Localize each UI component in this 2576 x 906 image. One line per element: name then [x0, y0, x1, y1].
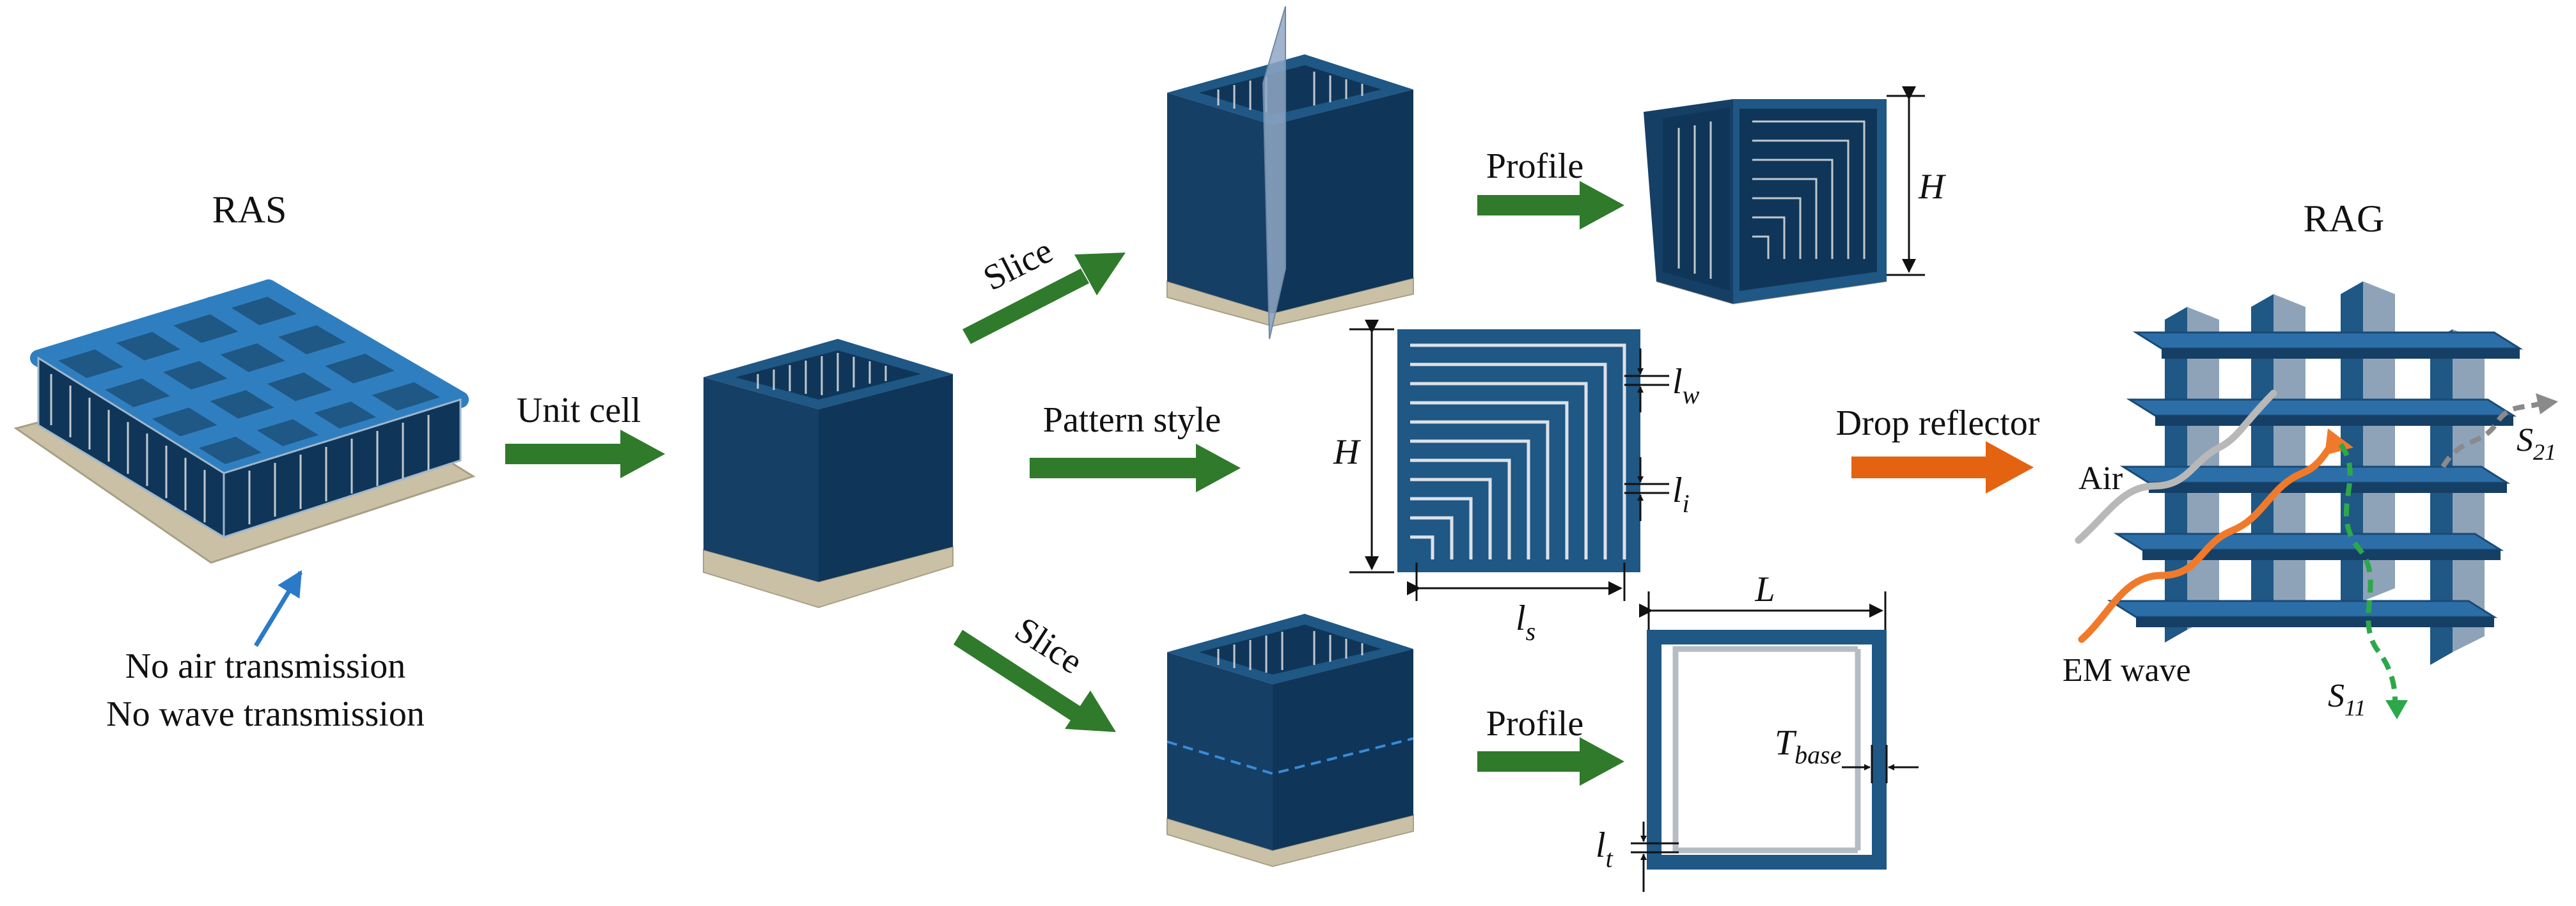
- orange-arrow-icon: [1851, 441, 2034, 494]
- rag-em-wave-label: EM wave: [2062, 652, 2191, 689]
- rag-bar-fronts: [2136, 348, 2520, 627]
- ras-note-line2: No wave transmission: [106, 694, 425, 734]
- dim-li: [1624, 457, 1669, 521]
- dim-L: [1639, 591, 1887, 630]
- unit-cell-label: Unit cell: [517, 391, 641, 430]
- ras-figure: [13, 279, 476, 564]
- ras-wall-faces: [37, 356, 462, 539]
- sliced-cube-bottom: [1166, 614, 1414, 868]
- rag-s11-label: S11: [2328, 678, 2366, 721]
- dim-tbase: [1842, 745, 1919, 783]
- frame-profile: [1647, 630, 1887, 870]
- profile-bottom-label: Profile: [1486, 704, 1583, 744]
- ras-pattern-lines: [50, 374, 430, 524]
- dim-lw-label: lw: [1672, 362, 1700, 409]
- green-arrow-icon: [954, 630, 1116, 732]
- ras-grid-walls: [30, 279, 469, 481]
- s11-arrowhead: [2385, 700, 2408, 719]
- pattern-style-label: Pattern style: [1043, 400, 1221, 440]
- rag-s11-wave: [2338, 442, 2398, 701]
- dim-tbase-label: Tbase: [1775, 723, 1841, 769]
- dim-H-pattern-label: H: [1333, 432, 1361, 472]
- s21-arrowhead: [2536, 393, 2558, 414]
- rag-em-wave: [2078, 437, 2338, 643]
- ras-pointer-arrow: [254, 570, 302, 647]
- unit-cell-cube: [703, 339, 954, 609]
- rag-figure: [2107, 281, 2524, 665]
- rag-s21-wave: [2440, 400, 2543, 469]
- ras-title: RAS: [212, 189, 287, 231]
- slice-cut-line: [1166, 737, 1414, 776]
- green-arrow-icon: [962, 253, 1126, 344]
- rag-air-label: Air: [2078, 460, 2123, 497]
- green-arrow-icon: [1030, 444, 1241, 492]
- dim-L-label: L: [1754, 570, 1775, 609]
- profile-top-label: Profile: [1486, 146, 1583, 186]
- dim-H-profile: [1887, 86, 1925, 276]
- dim-li-label: li: [1672, 471, 1690, 518]
- green-arrow-icon: [1477, 737, 1624, 786]
- dim-H-profile-label: H: [1918, 167, 1946, 207]
- dim-ls-label: ls: [1516, 598, 1535, 646]
- dim-H-pattern: [1349, 320, 1394, 574]
- green-arrow-icon: [505, 430, 665, 478]
- rag-air-wave: [2075, 389, 2277, 544]
- rag-s21-label: S21: [2517, 422, 2556, 465]
- sliced-cube-top: [1166, 6, 1414, 340]
- pattern-square: [1397, 329, 1640, 572]
- corner-profile: [1644, 99, 1887, 305]
- green-arrow-icon: [1477, 181, 1624, 230]
- rag-horizontal-bars: [2107, 331, 2524, 618]
- dim-lt: [1631, 822, 1679, 892]
- dim-lw: [1624, 348, 1669, 412]
- rag-title: RAG: [2304, 198, 2385, 240]
- slice-plane: [1262, 6, 1286, 340]
- dim-lt-label: lt: [1596, 825, 1614, 873]
- dim-ls: [1407, 563, 1626, 601]
- drop-reflector-label: Drop reflector: [1836, 403, 2040, 443]
- ras-note-line1: No air transmission: [125, 646, 406, 686]
